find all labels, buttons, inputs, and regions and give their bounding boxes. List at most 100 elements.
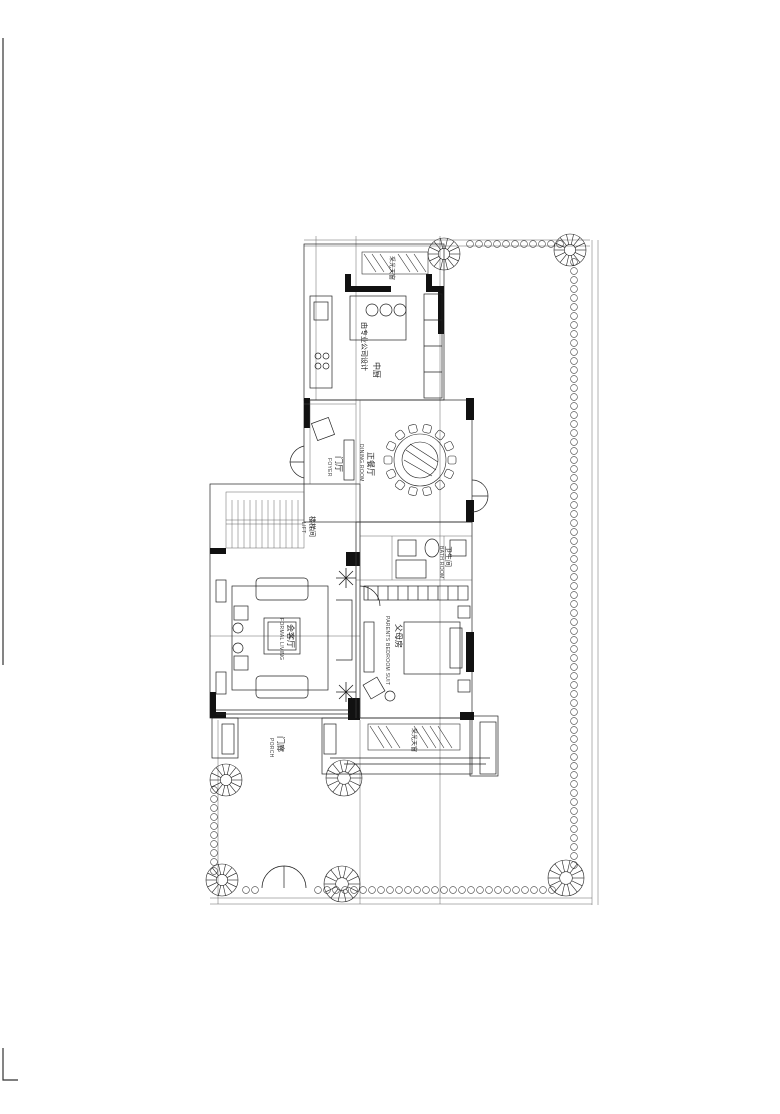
shrub: [210, 831, 218, 839]
shrub: [539, 886, 547, 894]
room-label-living: 会客厅 FORMAL LIVING: [278, 618, 296, 660]
living-label: 会客厅: [286, 624, 296, 648]
dining-chair: [434, 429, 446, 441]
shrub: [570, 348, 578, 356]
shrub: [538, 240, 546, 248]
shrub: [314, 886, 322, 894]
shrub: [210, 813, 218, 821]
dining-chair: [394, 479, 406, 491]
shrub: [570, 780, 578, 788]
shrub: [570, 267, 578, 275]
shrub: [570, 735, 578, 743]
shrub: [511, 240, 519, 248]
shrub: [556, 240, 564, 248]
dining-label: 正餐厅: [366, 452, 375, 476]
tree-icon: [547, 859, 585, 897]
shrub: [570, 465, 578, 473]
shrub: [431, 886, 439, 894]
shrub: [570, 753, 578, 761]
shrub: [570, 402, 578, 410]
kitchen-fixtures: [309, 293, 443, 399]
shrub: [570, 726, 578, 734]
shrub: [570, 483, 578, 491]
room-label-well-bottom: 采光天窗: [410, 728, 418, 752]
shrub: [210, 804, 218, 812]
shrub: [570, 798, 578, 806]
shrub: [570, 600, 578, 608]
shrub: [570, 699, 578, 707]
room-label-kitchen: 中厨: [372, 362, 382, 378]
shrub: [570, 816, 578, 824]
shrub: [377, 886, 385, 894]
shrub: [210, 795, 218, 803]
shrub: [570, 591, 578, 599]
shrub: [570, 546, 578, 554]
garden-hedge: [210, 240, 578, 894]
dining-side-door: [471, 479, 489, 513]
shrub: [570, 339, 578, 347]
shrub: [570, 717, 578, 725]
shrub: [570, 843, 578, 851]
shrub: [570, 582, 578, 590]
shrub: [210, 840, 218, 848]
shrub: [521, 886, 529, 894]
shrub: [570, 537, 578, 545]
room-label-well-top: 采光天窗: [388, 256, 396, 280]
shrub: [476, 886, 484, 894]
shrub: [570, 312, 578, 320]
shrub: [570, 393, 578, 401]
shrub: [466, 240, 474, 248]
shrub: [570, 456, 578, 464]
shrub: [350, 886, 358, 894]
dining-chair: [447, 455, 457, 465]
living-furniture: [215, 577, 353, 715]
porch-label-en: PORCH: [268, 738, 274, 758]
shrub: [484, 240, 492, 248]
shrub: [494, 886, 502, 894]
shrub: [570, 330, 578, 338]
shrub: [422, 886, 430, 894]
staircase: [225, 491, 305, 549]
shrub: [210, 786, 218, 794]
partitions: [304, 400, 472, 718]
shrub: [570, 834, 578, 842]
shrub: [570, 447, 578, 455]
kitchen-note-label: 由专业公司设计: [360, 322, 369, 371]
well-top-label: 采光天窗: [388, 256, 396, 280]
tree-symbols: [205, 233, 587, 903]
shrub: [475, 240, 483, 248]
shrub: [570, 744, 578, 752]
bath-label-en: BATH ROOM: [438, 546, 444, 579]
shrub: [570, 564, 578, 572]
room-label-foyer: 门厅 FOYER: [326, 456, 344, 477]
shrub: [210, 858, 218, 866]
light-well-top: [361, 251, 429, 275]
dining-chair: [422, 486, 432, 496]
stair-label-en: LIFT: [300, 522, 306, 533]
shrub: [503, 886, 511, 894]
shrub: [458, 886, 466, 894]
shrub: [440, 886, 448, 894]
shrub: [570, 321, 578, 329]
dining-chair: [443, 441, 454, 452]
shrub: [570, 654, 578, 662]
shrub: [493, 240, 501, 248]
shrub: [570, 708, 578, 716]
shrub: [570, 573, 578, 581]
bedroom-label: 父母房: [394, 624, 404, 648]
dining-chair: [443, 468, 454, 479]
shrub: [210, 849, 218, 857]
shrub: [570, 690, 578, 698]
shrub: [570, 510, 578, 518]
dining-chair: [422, 424, 432, 434]
bedroom-fixtures: [359, 585, 471, 702]
room-label-kitchen-note: 由专业公司设计: [360, 322, 369, 371]
shrub: [570, 276, 578, 284]
room-label-bath: 卫生间 BATH ROOM: [438, 546, 453, 579]
room-label-porch: 门廊 PORCH: [268, 736, 286, 758]
shrub: [449, 886, 457, 894]
shrub: [413, 886, 421, 894]
shrub: [570, 807, 578, 815]
shrub: [395, 886, 403, 894]
shrub: [530, 886, 538, 894]
